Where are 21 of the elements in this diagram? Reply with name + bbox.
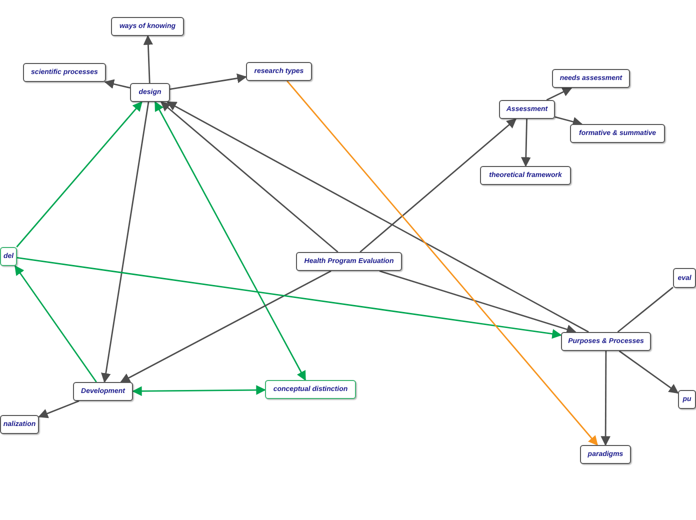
arrow (286, 80, 598, 446)
arrow (521, 118, 531, 167)
arrow (618, 350, 679, 394)
arrow (154, 101, 306, 381)
arrow (14, 265, 97, 382)
arrow (120, 270, 332, 383)
arrow (546, 87, 572, 101)
arrow (170, 73, 247, 90)
arrow (132, 385, 266, 396)
arrow (166, 101, 589, 333)
arrow (360, 118, 517, 253)
arrow (160, 101, 338, 253)
arrow (38, 400, 80, 418)
arrow (16, 257, 562, 339)
arrow (16, 101, 142, 248)
arrow (143, 35, 154, 84)
arrow (554, 116, 583, 126)
arrow (379, 270, 576, 334)
arrow (104, 79, 130, 89)
arrow (600, 351, 610, 446)
arrow (101, 102, 150, 383)
